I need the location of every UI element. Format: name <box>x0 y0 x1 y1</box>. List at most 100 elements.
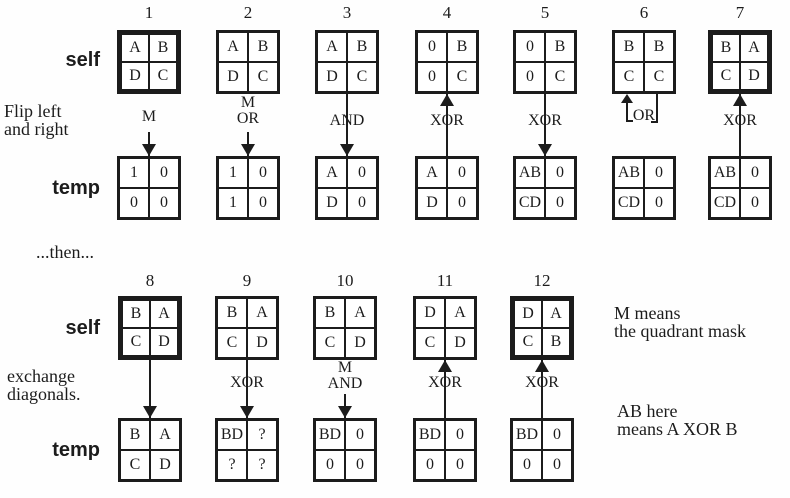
operation-step-column: 1 A B D C M 1 0 0 0 <box>117 4 181 230</box>
arrow-head-up-icon <box>621 94 633 103</box>
grid-cell: ? <box>247 450 277 480</box>
step-number: 8 <box>145 271 155 290</box>
grid-cell: A <box>740 34 768 62</box>
connector-line <box>444 360 446 418</box>
operation-step-column: 12 D A C B XOR BD 0 0 0 <box>510 272 574 498</box>
operation-connector <box>118 360 182 418</box>
self-quadrant-grid: A B D C <box>117 30 181 94</box>
arrow-head-up-icon <box>440 94 454 106</box>
grid-cell: D <box>317 62 347 92</box>
grid-cell: B <box>545 32 575 62</box>
grid-cell: B <box>248 32 278 62</box>
operation-connector: XOR <box>513 94 577 156</box>
grid-cell: 0 <box>417 62 447 92</box>
grid-cell: ? <box>217 450 247 480</box>
operation-connector: M AND <box>313 360 377 418</box>
arrow-head-down-icon <box>142 144 156 156</box>
operation-step-column: 5 0 B 0 C XOR AB 0 CD 0 <box>513 4 577 230</box>
grid-cell: 0 <box>644 188 674 218</box>
grid-cell: C <box>248 62 278 92</box>
step-number: 4 <box>442 3 452 22</box>
grid-cell: D <box>740 62 768 90</box>
operation-connector: XOR <box>215 360 279 418</box>
connector-line <box>626 102 628 122</box>
grid-cell: A <box>150 300 178 328</box>
self-quadrant-grid: B A C D <box>708 30 772 94</box>
grid-cell: B <box>347 32 377 62</box>
connector-hook <box>651 121 658 123</box>
connector-line <box>446 94 448 156</box>
arrow-head-down-icon <box>241 144 255 156</box>
grid-cell: CD <box>614 188 644 218</box>
grid-cell: 0 <box>445 420 475 450</box>
grid-cell: CD <box>710 188 740 218</box>
self-quadrant-grid: A B D C <box>315 30 379 94</box>
temp-quadrant-grid: 1 0 0 0 <box>117 156 181 220</box>
stage2-description: exchange diagonals. <box>7 366 81 404</box>
connector-line <box>544 94 546 156</box>
grid-cell: C <box>149 62 177 90</box>
arrow-head-down-icon <box>340 144 354 156</box>
row-label-temp: temp <box>52 439 100 461</box>
self-quadrant-grid: D A C B <box>510 296 574 360</box>
grid-cell: D <box>150 450 180 480</box>
grid-cell: D <box>445 328 475 358</box>
grid-cell: 0 <box>149 158 179 188</box>
grid-cell: 0 <box>447 158 477 188</box>
grid-cell: D <box>150 328 178 356</box>
operation-connector: AND <box>315 94 379 156</box>
operation-connector: M OR <box>216 94 280 156</box>
grid-cell: 0 <box>248 188 278 218</box>
grid-cell: 1 <box>119 158 149 188</box>
then-text: ...then... <box>36 242 94 262</box>
grid-cell: A <box>121 34 149 62</box>
arrow-head-down-icon <box>240 406 254 418</box>
grid-cell: 0 <box>347 188 377 218</box>
grid-cell: C <box>315 328 345 358</box>
grid-cell: D <box>345 328 375 358</box>
temp-quadrant-grid: 1 0 1 0 <box>216 156 280 220</box>
row-label-self: self <box>65 317 100 339</box>
grid-cell: B <box>217 298 247 328</box>
grid-cell: 0 <box>415 450 445 480</box>
connector-line <box>246 360 248 418</box>
self-quadrant-grid: A B D C <box>216 30 280 94</box>
grid-cell: 0 <box>740 158 770 188</box>
grid-cell: 0 <box>248 158 278 188</box>
step-number: 9 <box>242 271 252 290</box>
stage1-description: Flip left and right <box>4 101 69 139</box>
grid-cell: D <box>218 62 248 92</box>
operation-connector: XOR <box>413 360 477 418</box>
grid-cell: D <box>121 62 149 90</box>
grid-cell: A <box>542 300 570 328</box>
operation-step-column: 9 B A C D XOR BD ? ? ? <box>215 272 279 498</box>
grid-cell: BD <box>315 420 345 450</box>
grid-cell: A <box>247 298 277 328</box>
operation-step-column: 8 B A C D B A C D <box>118 272 182 498</box>
grid-cell: 0 <box>512 450 542 480</box>
grid-cell: D <box>247 328 277 358</box>
grid-cell: 0 <box>417 32 447 62</box>
step-number: 7 <box>735 3 745 22</box>
operation-connector: XOR <box>415 94 479 156</box>
grid-cell: 0 <box>119 188 149 218</box>
grid-cell: B <box>149 34 177 62</box>
grid-cell: B <box>447 32 477 62</box>
row-label-temp: temp <box>52 177 100 199</box>
self-quadrant-grid: 0 B 0 C <box>513 30 577 94</box>
connector-line <box>346 94 348 156</box>
grid-cell: 0 <box>545 158 575 188</box>
operation-step-column: 7 B A C D XOR AB 0 CD 0 <box>708 4 772 230</box>
step-number: 10 <box>336 271 354 290</box>
grid-cell: A <box>150 420 180 450</box>
grid-cell: CD <box>515 188 545 218</box>
arrow-head-down-icon <box>143 406 157 418</box>
grid-cell: A <box>317 158 347 188</box>
operation-label: XOR <box>428 374 462 391</box>
grid-cell: A <box>317 32 347 62</box>
operation-step-column: 4 0 B 0 C XOR A 0 D 0 <box>415 4 479 230</box>
grid-cell: B <box>614 32 644 62</box>
grid-cell: C <box>712 62 740 90</box>
operation-label: XOR <box>230 374 264 391</box>
